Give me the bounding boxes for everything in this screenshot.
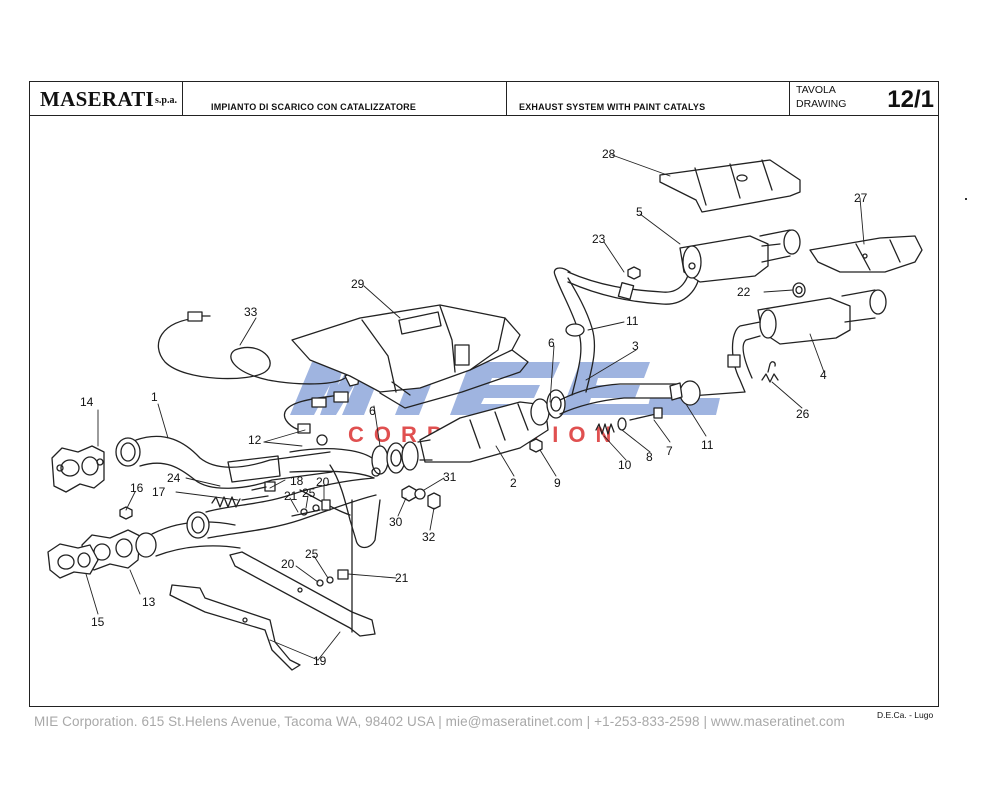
callout-18: 18 xyxy=(290,474,304,488)
callout-6-rear: 6 xyxy=(548,336,555,350)
callout-12: 12 xyxy=(248,433,262,447)
part-17-spring-bolt xyxy=(211,495,269,508)
callout-14: 14 xyxy=(80,395,94,409)
callout-20-upper: 20 xyxy=(316,475,330,489)
callout-8: 8 xyxy=(646,450,653,464)
tavola-label: TAVOLA xyxy=(796,84,836,96)
part-29-heat-shield xyxy=(291,304,529,409)
part-6-rear-flange xyxy=(530,389,566,426)
part-13-pipe-flange xyxy=(81,521,241,571)
title-block: MASERATI s.p.a. IMPIANTO DI SCARICO CON … xyxy=(30,82,938,116)
brand-cell: MASERATI s.p.a. xyxy=(30,82,183,115)
part-22-rubber-ring xyxy=(792,282,806,298)
part-5-rear-muffler xyxy=(679,229,801,283)
callout-29: 29 xyxy=(351,277,365,291)
part-14-manifold-flange xyxy=(51,445,105,493)
part-23-clamp xyxy=(617,266,641,300)
callout-32: 32 xyxy=(422,530,436,544)
callout-26: 26 xyxy=(796,407,810,421)
part-20-25-21-lower-fasteners xyxy=(316,569,349,587)
callout-22: 22 xyxy=(737,285,751,299)
callout-11-upper: 11 xyxy=(626,314,639,328)
callout-6-front: 6 xyxy=(369,404,376,418)
part-26-spring-clip xyxy=(761,361,779,383)
callout-11-lower: 11 xyxy=(701,438,714,452)
part-3-intermediate-pipe xyxy=(553,261,701,415)
drawing-number-cell: TAVOLA DRAWING 12/1 xyxy=(790,82,940,115)
part-8-washer xyxy=(617,417,627,431)
callout-3: 3 xyxy=(632,339,639,353)
part-30-31-32-nuts xyxy=(401,485,441,510)
part-18-bolt xyxy=(251,481,276,492)
callout-19: 19 xyxy=(313,654,327,668)
title-english: EXHAUST SYSTEM WITH PAINT CATALYS xyxy=(519,102,706,112)
part-21-25-20-fasteners xyxy=(291,499,331,517)
stray-mark xyxy=(965,198,967,200)
part-6-joint-flange xyxy=(371,441,419,477)
part-1-front-pipe xyxy=(115,435,375,489)
title-english-cell: EXHAUST SYSTEM WITH PAINT CATALYS xyxy=(507,82,790,115)
callout-15: 15 xyxy=(91,615,105,629)
callout-7: 7 xyxy=(666,444,673,458)
drawing-number: 12/1 xyxy=(887,86,934,113)
callout-30: 30 xyxy=(389,515,403,529)
callout-1: 1 xyxy=(151,390,158,404)
callout-27: 27 xyxy=(854,191,868,205)
part-11-clamp-rear xyxy=(669,380,701,406)
callout-24: 24 xyxy=(167,471,181,485)
part-27-heat-shield xyxy=(809,235,923,273)
callout-10: 10 xyxy=(618,458,632,472)
leader-lines xyxy=(85,154,865,661)
part-2-catalytic-converter xyxy=(417,401,549,463)
drawing-label: DRAWING xyxy=(796,98,847,110)
part-12-oxygen-sensor xyxy=(283,391,349,446)
brand-name: MASERATI xyxy=(40,87,155,111)
callout-2: 2 xyxy=(510,476,517,490)
callout-4: 4 xyxy=(820,368,827,382)
callout-21-upper: 21 xyxy=(284,489,298,503)
brand-suffix: s.p.a. xyxy=(155,95,177,106)
title-italian-cell: IMPIANTO DI SCARICO CON CATALIZZATORE xyxy=(183,82,507,115)
callout-16: 16 xyxy=(130,481,144,495)
callout-33: 33 xyxy=(244,305,258,319)
part-19-hanger-bracket xyxy=(169,499,376,671)
drawing-sheet: MASERATI s.p.a. IMPIANTO DI SCARICO CON … xyxy=(29,81,939,707)
callout-21-lower: 21 xyxy=(395,571,409,585)
callout-23: 23 xyxy=(592,232,606,246)
callout-5: 5 xyxy=(636,205,643,219)
callout-labels: 1 2 3 4 5 6 6 7 8 9 10 11 11 12 13 14 15… xyxy=(80,147,868,668)
callout-13: 13 xyxy=(142,595,156,609)
callout-25-lower: 25 xyxy=(305,547,319,561)
part-7-bolt xyxy=(629,407,663,421)
part-28-rear-heat-shield xyxy=(659,159,801,213)
part-y-pipe xyxy=(186,464,381,549)
callout-20-lower: 20 xyxy=(281,557,295,571)
drafter-credit: D.E.Ca. - Lugo xyxy=(877,710,934,720)
footer-contact: MIE Corporation. 615 St.Helens Avenue, T… xyxy=(34,714,845,729)
callout-28: 28 xyxy=(602,147,616,161)
part-16-nut xyxy=(119,506,133,520)
callout-31: 31 xyxy=(443,470,457,484)
part-4-rear-muffler-right xyxy=(689,289,887,397)
part-9-nut xyxy=(529,438,543,453)
callout-17: 17 xyxy=(152,485,166,499)
part-10-spring xyxy=(595,423,615,435)
title-italian: IMPIANTO DI SCARICO CON CATALIZZATORE xyxy=(211,102,417,112)
callout-9: 9 xyxy=(554,476,561,490)
callout-25-upper: 25 xyxy=(302,486,316,500)
part-15-gasket xyxy=(47,543,99,579)
